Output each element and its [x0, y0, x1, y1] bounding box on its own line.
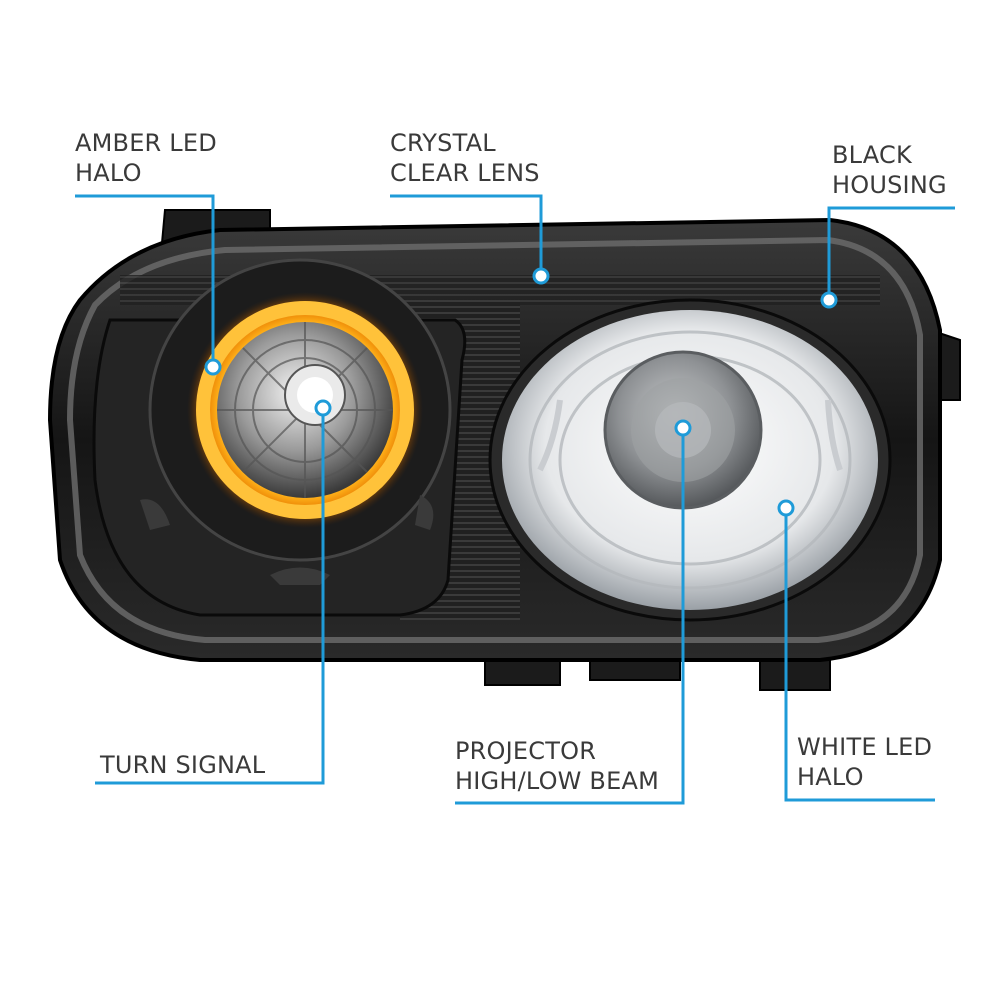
amber-halo-callout-line — [75, 194, 215, 367]
crystal-clear-lens-label-line2: CLEAR LENS — [390, 159, 540, 187]
turn-signal-label-line1: TURN SIGNAL — [100, 751, 266, 779]
projector-marker — [674, 419, 692, 437]
crystal-clear-lens-label: CRYSTAL CLEAR LENS — [390, 128, 540, 188]
right-lamp — [488, 298, 892, 622]
black-housing-label-line1: BLACK — [832, 141, 912, 169]
amber-led-halo-label-line1: AMBER LED — [75, 129, 217, 157]
projector-callout-line — [455, 428, 685, 805]
amber-led-halo-label-line2: HALO — [75, 159, 142, 187]
crystal-lens-marker — [532, 267, 550, 285]
turn-signal-callout-line — [95, 408, 325, 785]
black-housing-label-line2: HOUSING — [832, 171, 947, 199]
crystal-lens-callout-line — [390, 194, 543, 276]
amber-led-halo-label: AMBER LED HALO — [75, 128, 217, 188]
turn-signal-label: TURN SIGNAL — [100, 750, 265, 780]
projector-beam-label-line1: PROJECTOR — [455, 737, 597, 765]
left-lamp — [92, 258, 467, 617]
black-housing-callout-line — [827, 206, 955, 300]
callout-lines — [75, 194, 955, 805]
white-halo-callout-line — [784, 508, 935, 802]
black-housing-label: BLACK HOUSING — [832, 140, 947, 200]
black-housing-marker — [820, 291, 838, 309]
white-led-halo-label-line2: HALO — [797, 763, 864, 791]
projector-beam-label: PROJECTOR HIGH/LOW BEAM — [455, 736, 659, 796]
white-led-halo-label: WHITE LED HALO — [797, 732, 932, 792]
crystal-clear-lens-label-line1: CRYSTAL — [390, 129, 496, 157]
white-halo-marker — [777, 499, 795, 517]
amber-halo-marker — [204, 358, 222, 376]
projector-beam-label-line2: HIGH/LOW BEAM — [455, 767, 659, 795]
white-led-halo-label-line1: WHITE LED — [797, 733, 933, 761]
turn-signal-marker — [314, 399, 332, 417]
callout-markers — [204, 267, 838, 517]
